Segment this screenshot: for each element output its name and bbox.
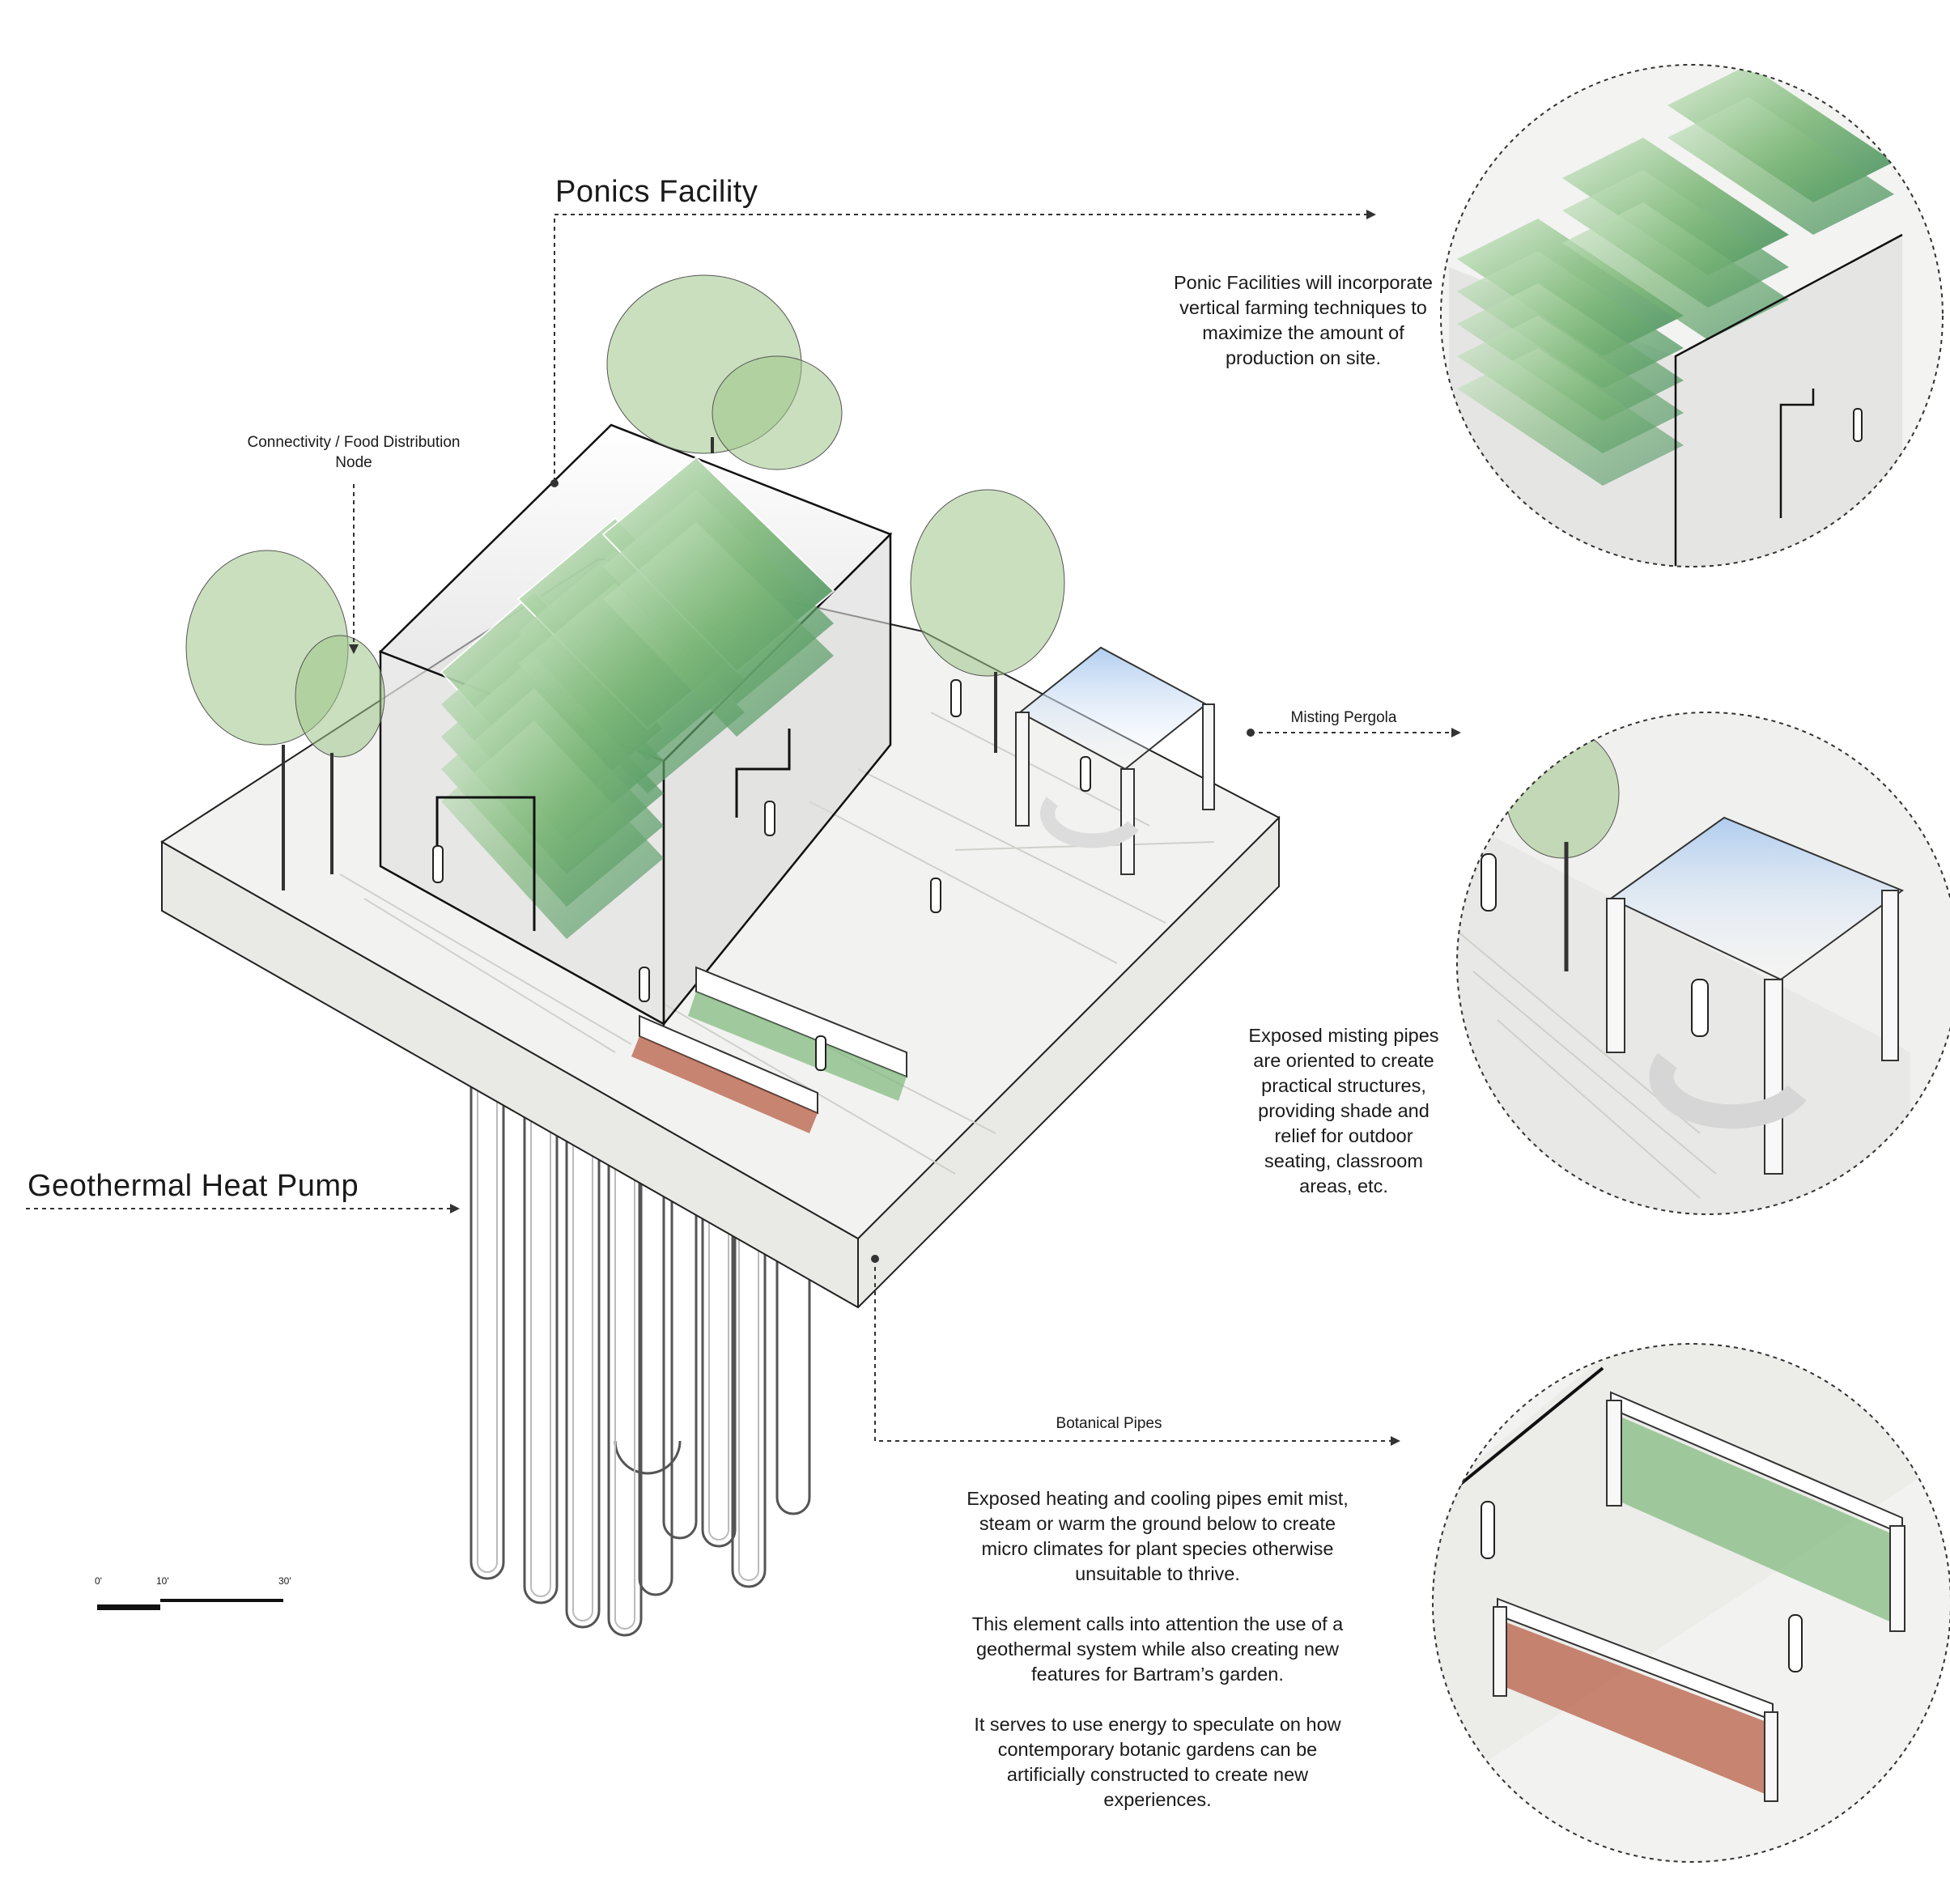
botanical-desc-line: This element calls into attention the us… bbox=[874, 1612, 1441, 1637]
ponics-desc-line: vertical farming techniques to bbox=[1077, 295, 1530, 321]
botanical-paragraph-2: This element calls into attention the us… bbox=[874, 1612, 1441, 1687]
botanical-paragraph-3: It serves to use energy to speculate on … bbox=[874, 1712, 1441, 1813]
detail-circle-botanical bbox=[1433, 1344, 1950, 1862]
pergola-desc-line: areas, etc. bbox=[1166, 1174, 1522, 1199]
connectivity-label-line1: Connectivity / Food Distribution bbox=[212, 432, 495, 453]
scale-bar bbox=[97, 1599, 283, 1610]
pergola-desc-line: seating, classroom bbox=[1166, 1149, 1522, 1174]
botanical-desc-line: unsuitable to thrive. bbox=[874, 1562, 1441, 1587]
pergola-desc-line: relief for outdoor bbox=[1166, 1124, 1522, 1149]
scale-label-30: 30' bbox=[278, 1575, 291, 1587]
ponics-desc-line: production on site. bbox=[1077, 346, 1530, 371]
botanical-pipes-label: Botanical Pipes bbox=[1020, 1413, 1198, 1434]
botanical-desc-line: contemporary botanic gardens can be bbox=[874, 1737, 1441, 1762]
pergola-desc-line: practical structures, bbox=[1166, 1073, 1522, 1099]
botanical-desc-line: Exposed heating and cooling pipes emit m… bbox=[874, 1486, 1441, 1511]
botanical-description: Exposed heating and cooling pipes emit m… bbox=[874, 1486, 1441, 1813]
pergola-description: Exposed misting pipes are oriented to cr… bbox=[1166, 1023, 1522, 1199]
pergola-desc-line: Exposed misting pipes bbox=[1166, 1023, 1522, 1048]
pergola-desc-line: are oriented to create bbox=[1166, 1048, 1522, 1073]
botanical-desc-line: steam or warm the ground below to create bbox=[874, 1511, 1441, 1536]
scale-label-10: 10' bbox=[156, 1575, 169, 1587]
geothermal-title: Geothermal Heat Pump bbox=[28, 1166, 359, 1206]
misting-pergola-label: Misting Pergola bbox=[1263, 708, 1425, 728]
botanical-paragraph-1: Exposed heating and cooling pipes emit m… bbox=[874, 1486, 1441, 1587]
connectivity-label: Connectivity / Food Distribution Node bbox=[212, 432, 495, 473]
botanical-desc-line: features for Bartram’s garden. bbox=[874, 1662, 1441, 1687]
ponics-desc-line: Ponic Facilities will incorporate bbox=[1077, 270, 1530, 295]
botanical-desc-line: It serves to use energy to speculate on … bbox=[874, 1712, 1441, 1737]
botanical-desc-line: artificially constructed to create new bbox=[874, 1762, 1441, 1787]
detail-circle-pergola bbox=[1449, 704, 1950, 1222]
ponics-facility-title: Ponics Facility bbox=[555, 172, 758, 212]
ponics-desc-line: maximize the amount of bbox=[1077, 321, 1530, 346]
scale-label-0: 0' bbox=[95, 1575, 102, 1587]
botanical-desc-line: experiences. bbox=[874, 1787, 1441, 1813]
botanical-desc-line: micro climates for plant species otherwi… bbox=[874, 1536, 1441, 1562]
connectivity-label-line2: Node bbox=[212, 453, 495, 473]
ponics-description: Ponic Facilities will incorporate vertic… bbox=[1077, 270, 1530, 371]
botanical-desc-line: geothermal system while also creating ne… bbox=[874, 1637, 1441, 1662]
pergola-desc-line: providing shade and bbox=[1166, 1099, 1522, 1124]
